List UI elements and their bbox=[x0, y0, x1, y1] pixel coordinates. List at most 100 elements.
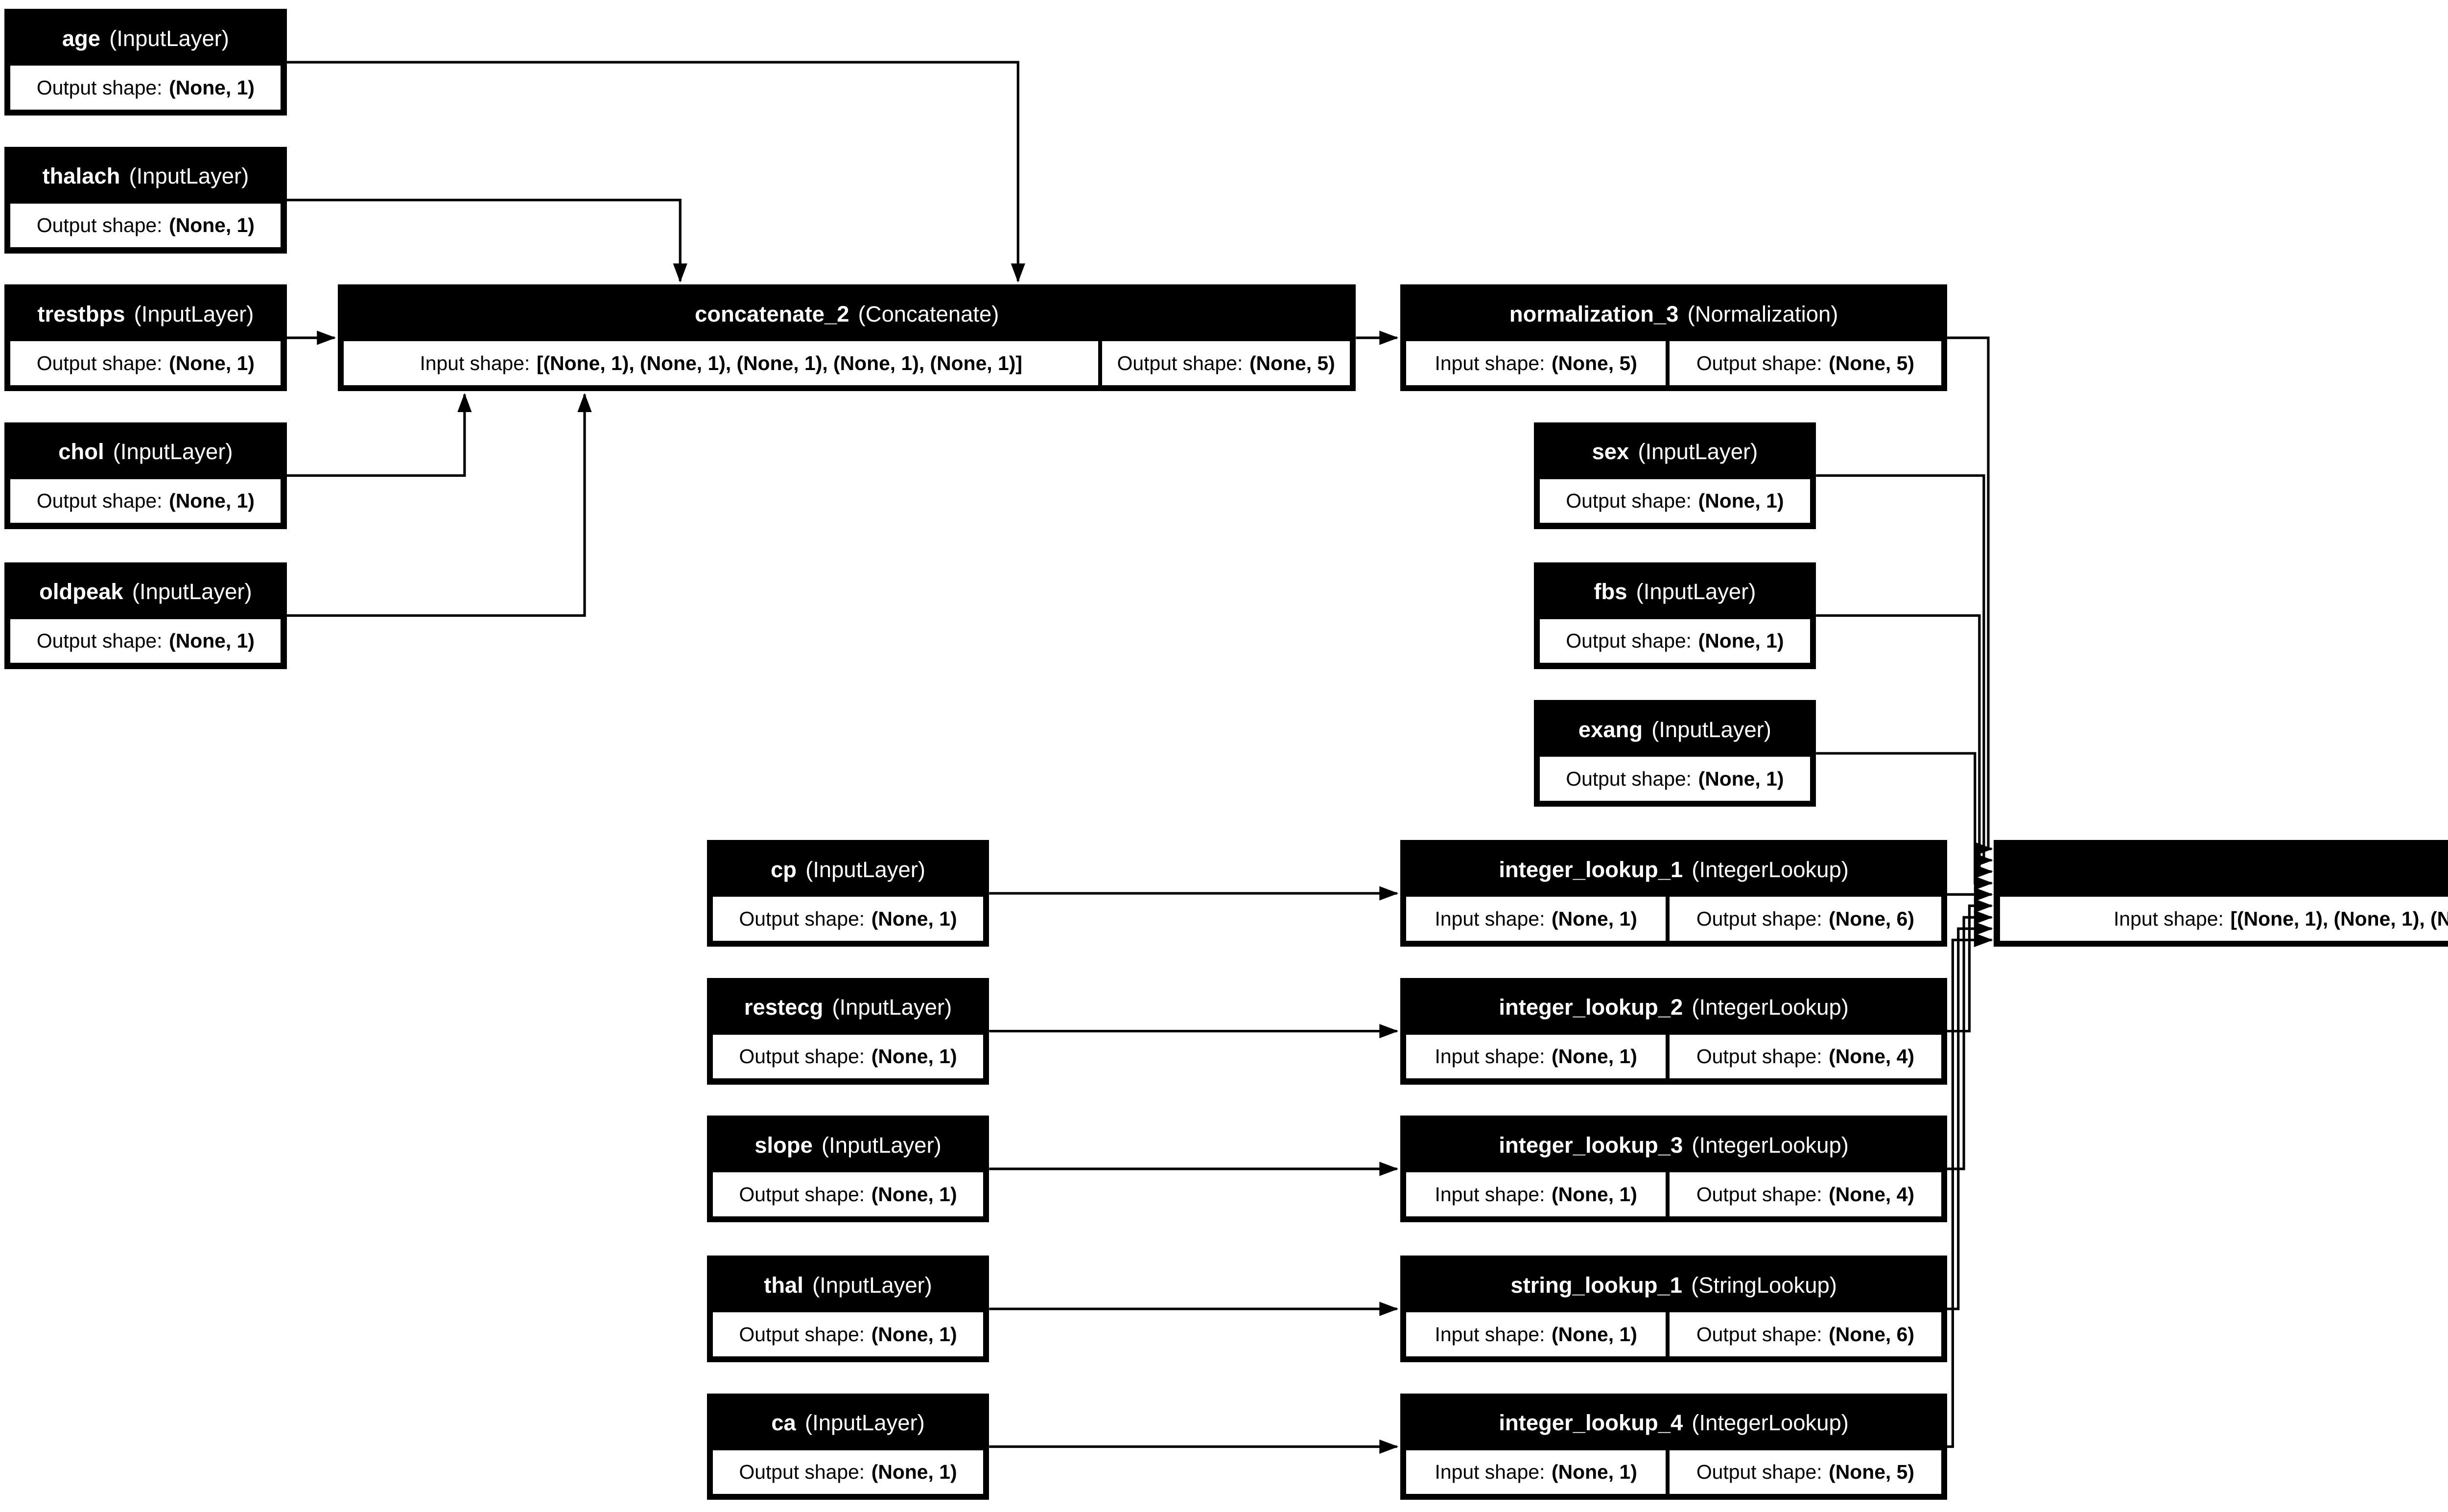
shape-label: Output shape: bbox=[739, 907, 865, 930]
layer-shapes-row: Input shape:(None, 1)Output shape:(None,… bbox=[1406, 1312, 1941, 1356]
layer-name: normalization_3 bbox=[1509, 301, 1679, 326]
edge-string_lookup_1-to-concatenate_3 bbox=[1947, 921, 1993, 1310]
layer-class: (IntegerLookup) bbox=[1692, 995, 1849, 1020]
output-shape-cell: Output shape: (None, 1) bbox=[712, 1172, 984, 1216]
layer-shapes-row: Output shape:(None, 1) bbox=[1539, 619, 1810, 663]
layer-shapes-row: Output shape: (None, 1) bbox=[712, 1172, 984, 1216]
shape-value: (None, 1) bbox=[1698, 489, 1784, 512]
layer-node-oldpeak: oldpeak(InputLayer)Output shape:(None, 1… bbox=[4, 562, 287, 669]
shape-value: (None, 1) bbox=[169, 76, 255, 99]
layer-title: oldpeak(InputLayer) bbox=[7, 564, 284, 619]
layer-name: integer_lookup_2 bbox=[1499, 995, 1683, 1020]
shape-label: Output shape: bbox=[1696, 1323, 1822, 1346]
edge-thalach-to-concatenate_2 bbox=[286, 198, 687, 283]
shape-value: (None, 1) bbox=[169, 489, 255, 512]
layer-name: restecg bbox=[744, 995, 824, 1020]
shape-label: Output shape: bbox=[1566, 767, 1692, 790]
layer-title: integer_lookup_4(IntegerLookup) bbox=[1403, 1396, 1945, 1450]
layer-title: normalization_3 (Normalization) bbox=[1403, 287, 1945, 342]
edge-integer_lookup_3-to-concatenate_3 bbox=[1947, 910, 1993, 1170]
shape-value: (None, 6) bbox=[1829, 907, 1914, 930]
layer-shapes-row: Output shape:(None, 1) bbox=[10, 479, 281, 523]
layer-shapes-row: Output shape:(None, 1) bbox=[712, 897, 984, 941]
output-shape-cell: Output shape:(None, 5) bbox=[1102, 341, 1350, 385]
output-shape-cell: Output shape: (None, 1) bbox=[712, 1312, 984, 1356]
layer-class: (InputLayer) bbox=[804, 1410, 925, 1436]
shape-label: Output shape: bbox=[739, 1183, 865, 1206]
shape-value: [(None, 1), (None, 1), (None, 1), (None,… bbox=[536, 351, 1022, 374]
shape-label: Input shape: bbox=[2113, 907, 2224, 930]
input-shape-cell: Input shape:(None, 1) bbox=[1406, 1172, 1666, 1216]
layer-shapes-row: Input shape:(None, 1)Output shape:(None,… bbox=[1406, 1172, 1941, 1216]
edge-integer_lookup_4-to-concatenate_3 bbox=[1947, 932, 1993, 1448]
layer-title: integer_lookup_1(IntegerLookup) bbox=[1403, 842, 1945, 897]
layer-class: (IntegerLookup) bbox=[1692, 1410, 1849, 1436]
layer-shapes-row: Output shape: (None, 1) bbox=[712, 1450, 984, 1494]
shape-value: (None, 1) bbox=[871, 1183, 957, 1206]
layer-node-fbs: fbs(InputLayer)Output shape:(None, 1) bbox=[1533, 562, 1816, 669]
shape-label: Input shape: bbox=[1435, 351, 1545, 374]
layer-class: (IntegerLookup) bbox=[1692, 857, 1849, 882]
output-shape-cell: Output shape:(None, 5) bbox=[1670, 1450, 1941, 1494]
layer-shapes-row: Output shape:(None, 1) bbox=[10, 341, 281, 385]
layer-class: (InputLayer) bbox=[822, 1132, 942, 1158]
layer-name: age bbox=[62, 25, 101, 51]
output-shape-cell: Output shape:(None, 1) bbox=[1539, 757, 1810, 801]
layer-class: (InputLayer) bbox=[805, 857, 925, 882]
layer-title: slope (InputLayer) bbox=[709, 1118, 987, 1173]
shape-label: Output shape: bbox=[739, 1461, 865, 1484]
edge-age-to-concatenate_2 bbox=[286, 61, 1025, 283]
layer-title: string_lookup_1(StringLookup) bbox=[1403, 1258, 1945, 1313]
layer-name: trestbps bbox=[37, 301, 125, 326]
layer-name: slope bbox=[754, 1132, 813, 1158]
layer-title: exang(InputLayer) bbox=[1536, 702, 1814, 757]
layer-name: oldpeak bbox=[39, 579, 123, 605]
layer-title: chol(InputLayer) bbox=[7, 424, 284, 479]
shape-value: (None, 6) bbox=[1829, 1323, 1914, 1346]
layer-class: (StringLookup) bbox=[1691, 1272, 1837, 1298]
shape-value: (None, 5) bbox=[1552, 351, 1637, 374]
layer-node-thalach: thalach(InputLayer)Output shape:(None, 1… bbox=[4, 146, 287, 254]
layer-node-slope: slope (InputLayer) Output shape: (None, 1) bbox=[706, 1116, 989, 1222]
shape-value: (None, 1) bbox=[169, 214, 255, 237]
output-shape-cell: Output shape:(None, 1) bbox=[10, 619, 281, 663]
layer-class: (Normalization) bbox=[1687, 301, 1838, 326]
shape-value: (None, 1) bbox=[1552, 1461, 1637, 1484]
shape-value: (None, 1) bbox=[871, 1323, 957, 1346]
shape-label: Output shape: bbox=[1696, 351, 1822, 374]
layer-title: sex(InputLayer) bbox=[1536, 424, 1814, 479]
layer-shapes-row: Output shape: (None, 1) bbox=[712, 1312, 984, 1356]
shape-label: Input shape: bbox=[1435, 1183, 1545, 1206]
layer-node-sex: sex(InputLayer)Output shape:(None, 1) bbox=[1533, 422, 1816, 529]
layer-shapes-row: Input shape: [(None, 1), (None, 1), (None… bbox=[344, 341, 1350, 385]
shape-value: (None, 1) bbox=[1552, 907, 1637, 930]
layer-shapes-row: Input shape:[(None, 1), (None, 1), (None… bbox=[2000, 897, 2448, 941]
layer-title: concatenate_2(Concatenate) bbox=[340, 287, 1354, 342]
layer-node-ca: ca(InputLayer) Output shape: (None, 1) bbox=[706, 1393, 989, 1500]
layer-node-restecg: restecg(InputLayer)Output shape:(None, 1… bbox=[706, 977, 989, 1085]
layer-title: thal(InputLayer) bbox=[709, 1258, 987, 1313]
layer-name: chol bbox=[58, 439, 104, 465]
layer-title: integer_lookup_2 (IntegerLookup) bbox=[1403, 980, 1945, 1035]
layer-class: (Concatenate) bbox=[858, 301, 999, 326]
layer-node-normalization_3: normalization_3 (Normalization) Input shap… bbox=[1400, 284, 1948, 392]
shape-label: Input shape: bbox=[420, 351, 530, 374]
layer-shapes-row: Input shape:(None, 1)Output shape:(None,… bbox=[1406, 897, 1941, 941]
output-shape-cell: Output shape: (None, 1) bbox=[712, 1450, 984, 1494]
layer-name: thal bbox=[764, 1272, 803, 1298]
layer-shapes-row: Input shape:(None, 1)Output shape:(None,… bbox=[1406, 1450, 1941, 1494]
layer-title: ca(InputLayer) bbox=[709, 1396, 987, 1450]
shape-value: (None, 5) bbox=[1249, 351, 1335, 374]
layer-title: trestbps(InputLayer) bbox=[7, 287, 284, 342]
layer-node-integer_lookup_1: integer_lookup_1(IntegerLookup)Input sha… bbox=[1400, 840, 1948, 947]
shape-label: Output shape: bbox=[1696, 1183, 1822, 1206]
layer-name: cp bbox=[771, 857, 797, 882]
layer-title: restecg(InputLayer) bbox=[709, 980, 987, 1035]
output-shape-cell: Output shape:(None, 6) bbox=[1670, 897, 1941, 941]
layer-node-integer_lookup_4: integer_lookup_4(IntegerLookup)Input sha… bbox=[1400, 1393, 1948, 1500]
output-shape-cell: Output shape:(None, 5) bbox=[1670, 341, 1941, 385]
shape-value: (None, 1) bbox=[871, 1461, 957, 1484]
shape-label: Output shape: bbox=[739, 1323, 865, 1346]
